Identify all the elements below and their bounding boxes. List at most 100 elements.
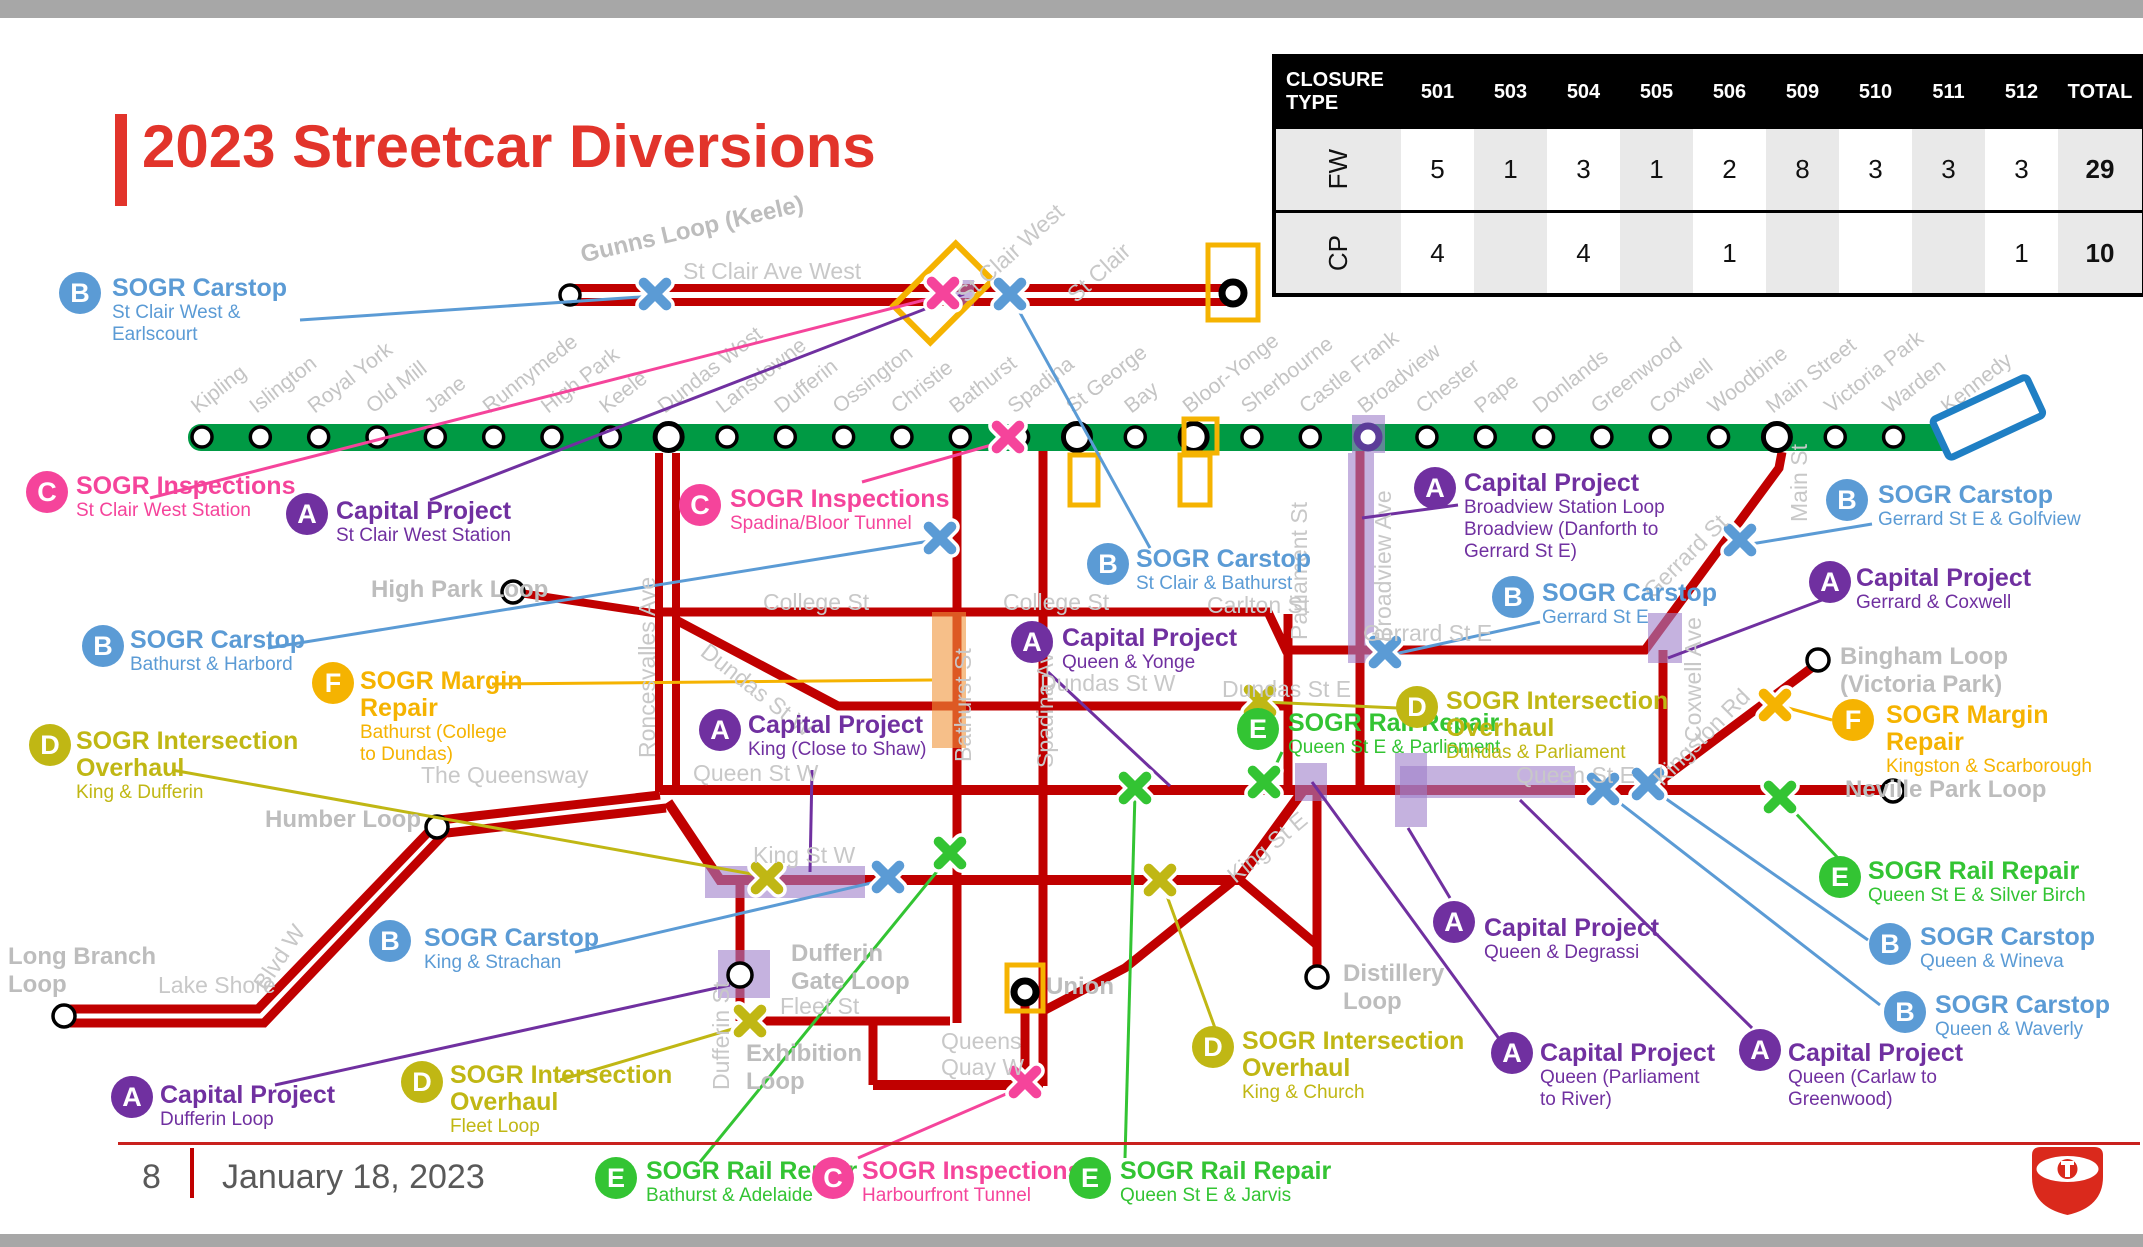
route-dundas: [673, 616, 1292, 711]
leader-line-27: [1518, 798, 1754, 1030]
top-bar: [0, 0, 2143, 18]
table-header-504: 504: [1547, 58, 1620, 126]
route-college-gerrard: [659, 451, 1787, 655]
cell-cp-511: [1912, 210, 1985, 293]
closure-x-d-10: [1140, 860, 1180, 900]
badge-B: B: [369, 920, 411, 962]
gold-outline-4: [1004, 962, 1046, 1014]
cell-cp-501: 4: [1401, 210, 1474, 293]
route-king: [663, 789, 1307, 885]
cell-cp-512: 1: [1985, 210, 2058, 293]
closure-x-b-14: [1365, 632, 1405, 672]
table-header-total: TOTAL: [2058, 58, 2142, 126]
svg-text:Castle Frank: Castle Frank: [1295, 326, 1403, 418]
badge-B: B: [1087, 543, 1129, 585]
closure-x-b-4: [920, 518, 960, 558]
badge-A: A: [1739, 1029, 1781, 1071]
closure-x-d-5: [747, 858, 787, 898]
page-title: 2023 Streetcar Diversions: [142, 113, 876, 180]
title-accent-bar: [115, 114, 127, 206]
closure-x-b-19: [1583, 769, 1623, 809]
row-label-cp: CP: [1276, 210, 1401, 293]
badge-D: D: [1192, 1026, 1234, 1068]
label-queen-st-w-22: Queen St W: [693, 760, 819, 786]
leader-line-6: [171, 768, 764, 878]
badge-B: B: [82, 625, 124, 667]
badge-B: B: [1826, 479, 1868, 521]
cell-fw-504: 3: [1547, 126, 1620, 210]
badge-B: B: [1884, 991, 1926, 1033]
route-king-union: [1042, 878, 1235, 1014]
leader-line-20: [1389, 620, 1541, 657]
leader-line-22: [1667, 598, 1823, 660]
cell-fw-506: 2: [1693, 126, 1766, 210]
closure-x-c-9: [1005, 1062, 1045, 1102]
label-high-park-loop-4: High Park Loop: [371, 576, 549, 603]
highlight-purple-1: [1348, 453, 1374, 663]
closure-x-e-12: [1244, 762, 1284, 802]
table-header-512: 512: [1985, 58, 2058, 126]
badge-A: A: [111, 1076, 153, 1118]
leader-line-1: [149, 294, 941, 500]
label-roncesvalles-ave-8: Roncesvalles Ave: [634, 576, 660, 758]
badge-C: C: [812, 1157, 854, 1199]
badge-F: F: [1832, 699, 1874, 741]
label-carlton-st-7: Carlton St: [1207, 592, 1310, 618]
cell-fw-total: 29: [2058, 126, 2142, 210]
closure-x-e-17: [1760, 777, 1800, 817]
gold-outline-3: [1181, 416, 1220, 456]
kennedy-loop-rect: [1929, 374, 2047, 461]
svg-text:Victoria Park: Victoria Park: [1820, 326, 1928, 417]
route-fleet: [745, 1016, 950, 1085]
highlight-purple-9: [1400, 766, 1575, 798]
footer-divider: [118, 1142, 2140, 1145]
highlight-orange-3: [932, 612, 966, 748]
closure-x-b-15: [1720, 520, 1760, 560]
label-queen-st-e-23: Queen St E: [1516, 762, 1635, 788]
route-high-park-spur: [512, 588, 660, 618]
closure-x-c-2: [923, 273, 963, 313]
closure-x-d-8: [730, 1001, 770, 1041]
leader-line-11: [698, 857, 950, 1163]
leader-line-16: [1011, 299, 1152, 549]
gold-diamond-st-clair: [889, 239, 997, 347]
closure-x-e-11: [1115, 768, 1155, 808]
leader-line-3: [861, 440, 1003, 484]
leader-line-12: [857, 1086, 1021, 1160]
map-symbols-over: [149, 273, 1881, 1163]
label-st-clair-ave-west-1: St Clair Ave West: [683, 258, 862, 284]
leader-line-2: [429, 292, 965, 502]
gold-outline-2: [1177, 452, 1213, 508]
closure-x-b-1: [990, 274, 1030, 314]
closure-x-c-3: [988, 417, 1028, 457]
svg-text:Bay: Bay: [1120, 377, 1163, 418]
loop-circle-7: [1304, 964, 1330, 990]
loop-circle-10: [1353, 422, 1383, 452]
badge-D: D: [29, 724, 71, 766]
leader-line-0: [299, 294, 656, 322]
cell-cp-505: [1620, 210, 1693, 293]
loop-circle-6: [1010, 977, 1040, 1007]
gold-outline-0: [1205, 242, 1261, 323]
badge-B: B: [59, 272, 101, 314]
label-queens-31: Queens: [941, 1028, 1022, 1054]
leader-line-21: [1744, 522, 1873, 547]
table-header-506: 506: [1693, 58, 1766, 126]
label-dundas-st-e-18: Dundas St E: [1222, 676, 1352, 702]
label-exhibition-40: Exhibition: [746, 1040, 862, 1067]
